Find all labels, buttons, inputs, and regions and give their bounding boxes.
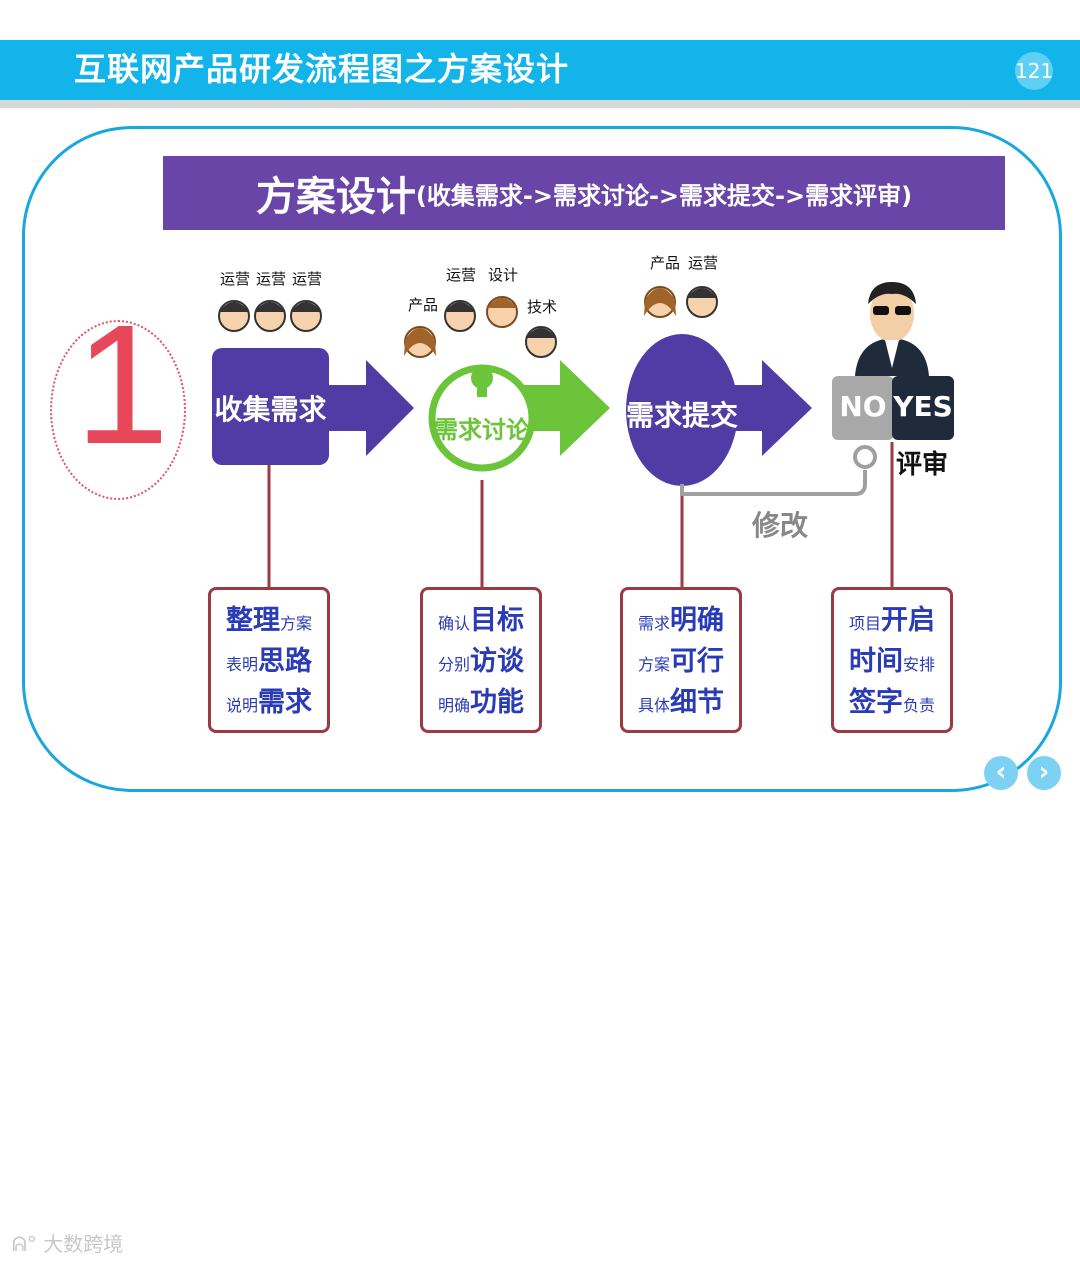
person-avatar-icon (644, 287, 676, 317)
person-avatar-icon (291, 301, 321, 331)
detail-line: 需求明确 (623, 600, 739, 641)
detail-box-discuss: 确认目标 分别访谈 明确功能 (420, 587, 542, 733)
person-avatar-icon (526, 327, 556, 357)
flow-arrow (726, 360, 812, 456)
person-avatar-icon (404, 327, 436, 357)
detail-box-submit: 需求明确 方案可行 具体细节 (620, 587, 742, 733)
detail-line: 具体细节 (623, 682, 739, 723)
role-label: 产品 (650, 252, 680, 273)
review-no-label: NO (832, 390, 894, 423)
person-avatar-icon (445, 301, 475, 331)
flow-arrow (320, 360, 414, 456)
role-label: 技术 (527, 296, 557, 317)
role-label: 设计 (488, 264, 518, 285)
detail-line: 表明思路 (211, 641, 327, 682)
detail-box-review: 项目开启 时间安排 签字负责 (831, 587, 953, 733)
role-label: 运营 (446, 264, 476, 285)
detail-line: 明确功能 (423, 682, 539, 723)
detail-box-collect: 整理方案 表明思路 说明需求 (208, 587, 330, 733)
step-discuss-label: 需求讨论 (432, 410, 532, 445)
detail-line: 签字负责 (834, 682, 950, 723)
detail-line: 方案可行 (623, 641, 739, 682)
role-label: 产品 (408, 294, 438, 315)
role-label: 运营 (688, 252, 718, 273)
step-submit-label: 需求提交 (626, 394, 738, 434)
watermark: ᕱ° 大数跨境 (12, 1228, 123, 1257)
detail-line: 说明需求 (211, 682, 327, 723)
detail-line: 整理方案 (211, 600, 327, 641)
person-avatar-icon (255, 301, 285, 331)
role-label: 运营 (256, 268, 286, 289)
prev-slide-button[interactable]: ‹ (984, 756, 1018, 790)
person-avatar-icon (687, 287, 717, 317)
detail-line: 时间安排 (834, 641, 950, 682)
reviewer-avatar-icon (855, 282, 929, 376)
revise-label: 修改 (750, 504, 810, 544)
role-label: 运营 (292, 268, 322, 289)
watermark-text: 大数跨境 (43, 1232, 123, 1256)
review-label: 评审 (894, 444, 950, 481)
watermark-logo-icon: ᕱ° (12, 1232, 37, 1256)
feedback-ring (855, 447, 875, 467)
detail-line: 分别访谈 (423, 641, 539, 682)
detail-line: 确认目标 (423, 600, 539, 641)
review-yes-label: YES (892, 390, 954, 423)
person-avatar-icon (219, 301, 249, 331)
role-label: 运营 (220, 268, 250, 289)
next-slide-button[interactable]: › (1027, 756, 1061, 790)
detail-line: 项目开启 (834, 600, 950, 641)
step-collect-label: 收集需求 (212, 388, 329, 428)
person-avatar-icon (487, 297, 517, 327)
